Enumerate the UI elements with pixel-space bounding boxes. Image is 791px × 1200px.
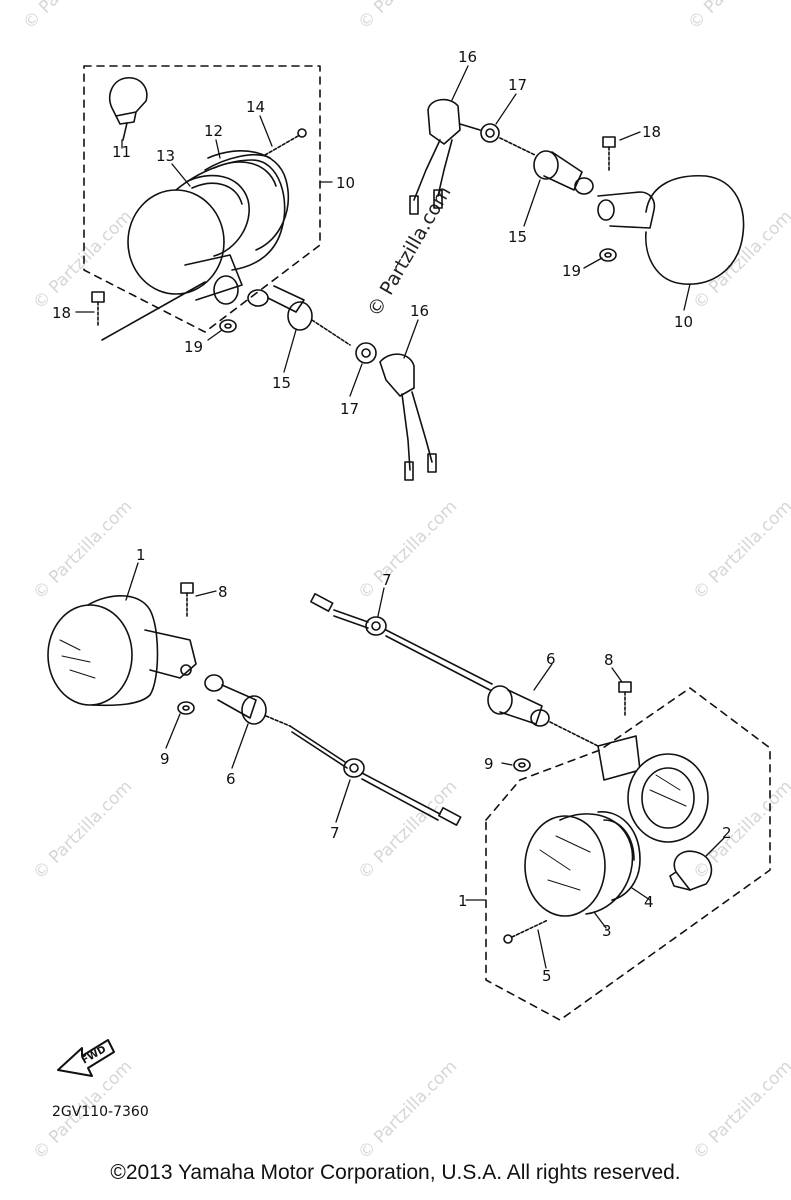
watermark-text: © Partzilla.com [29, 497, 136, 604]
watermark-text: © Partzilla.com [689, 497, 791, 604]
bulb-11 [108, 77, 148, 141]
leader-line-18 [101, 281, 206, 341]
flasher-lens-1-left [47, 595, 197, 707]
socket-6-right [487, 685, 599, 747]
nut-19-right [599, 248, 617, 262]
label-part-10-left: 10 [336, 174, 355, 192]
lens-3-right [524, 813, 634, 917]
label-part-15-left: 15 [272, 374, 291, 392]
label-part-7-right: 7 [382, 571, 392, 589]
part-labels: 11 12 13 14 10 18 19 15 17 16 16 17 18 1… [52, 48, 732, 985]
label-leaders [75, 65, 725, 969]
screw-14 [264, 128, 307, 156]
label-part-3: 3 [602, 922, 612, 940]
label-part-8-left: 8 [218, 583, 228, 601]
watermark-text: © Partzilla.com [354, 0, 461, 34]
watermark-text: © Partzilla.com [354, 1057, 461, 1164]
watermark-text: © Partzilla.com [19, 0, 126, 34]
bolt-18-right [602, 136, 616, 173]
watermark-text: © Partzilla.com [354, 777, 461, 884]
gasket-13 [185, 174, 250, 257]
label-part-9-right: 9 [484, 755, 494, 773]
socket-6-left [204, 674, 291, 727]
grommet-17-left [355, 342, 377, 364]
forward-arrow-icon: FWD [57, 1039, 115, 1077]
watermark-text: © Partzilla.com [354, 497, 461, 604]
label-part-6-left: 6 [226, 770, 236, 788]
label-part-10-right: 10 [674, 313, 693, 331]
label-part-6-right: 6 [546, 650, 556, 668]
bolt-8-right [618, 681, 632, 718]
label-part-9-left: 9 [160, 750, 170, 768]
socket-15-right [533, 150, 594, 195]
gasket-4 [597, 811, 641, 901]
socket-15-left [247, 285, 351, 346]
label-part-16-left: 16 [410, 302, 429, 320]
label-part-1-right: 1 [458, 892, 468, 910]
label-part-12: 12 [204, 122, 223, 140]
wire-boot-16-right [409, 98, 481, 215]
wire-boot-16-left [379, 353, 437, 481]
nut-9-right [513, 758, 531, 772]
assembly-box-1 [485, 687, 771, 1021]
label-part-14: 14 [246, 98, 265, 116]
watermark-text: © Partzilla.com [29, 777, 136, 884]
label-part-19-right: 19 [562, 262, 581, 280]
label-part-13: 13 [156, 147, 175, 165]
flasher-lens-10-left [127, 154, 286, 305]
flasher-lens-10-right [597, 174, 745, 285]
label-part-18-left: 18 [52, 304, 71, 322]
rim-12 [207, 150, 290, 251]
label-part-7-left: 7 [330, 824, 340, 842]
flasher-housing-1-right [597, 735, 709, 843]
diagram-code: 2GV110-7360 [52, 1104, 149, 1120]
label-part-18-right: 18 [642, 123, 661, 141]
wire-7-left [289, 725, 462, 826]
assembly-box-10 [83, 65, 321, 333]
nut-9-left [177, 701, 195, 715]
watermark-text: © Partzilla.com [29, 207, 136, 314]
copyright-notice: ©2013 Yamaha Motor Corporation, U.S.A. A… [110, 1161, 681, 1184]
bulb-2 [669, 850, 713, 891]
label-part-2: 2 [722, 824, 732, 842]
label-part-8-right: 8 [604, 651, 614, 669]
label-part-4: 4 [644, 893, 654, 911]
label-part-1-left: 1 [136, 546, 146, 564]
label-part-17-left: 17 [340, 400, 359, 418]
label-part-19-left: 19 [184, 338, 203, 356]
watermark-text: © Partzilla.com [689, 1057, 791, 1164]
grommet-17-right [480, 123, 536, 156]
nut-19-left [219, 319, 237, 333]
bolt-18-left [91, 291, 105, 326]
screw-5 [503, 919, 549, 944]
watermark-text: © Partzilla.com [684, 0, 791, 34]
label-part-15-right: 15 [508, 228, 527, 246]
label-part-16-right: 16 [458, 48, 477, 66]
watermark-text: © Partzilla.com [689, 207, 791, 314]
label-part-17-right: 17 [508, 76, 527, 94]
label-part-5: 5 [542, 967, 552, 985]
label-part-11: 11 [112, 143, 131, 161]
wire-7-right [310, 592, 493, 691]
watermark-layer: © Partzilla.com © Partzilla.com © Partzi… [19, 0, 791, 1164]
bolt-8-left [180, 582, 194, 619]
